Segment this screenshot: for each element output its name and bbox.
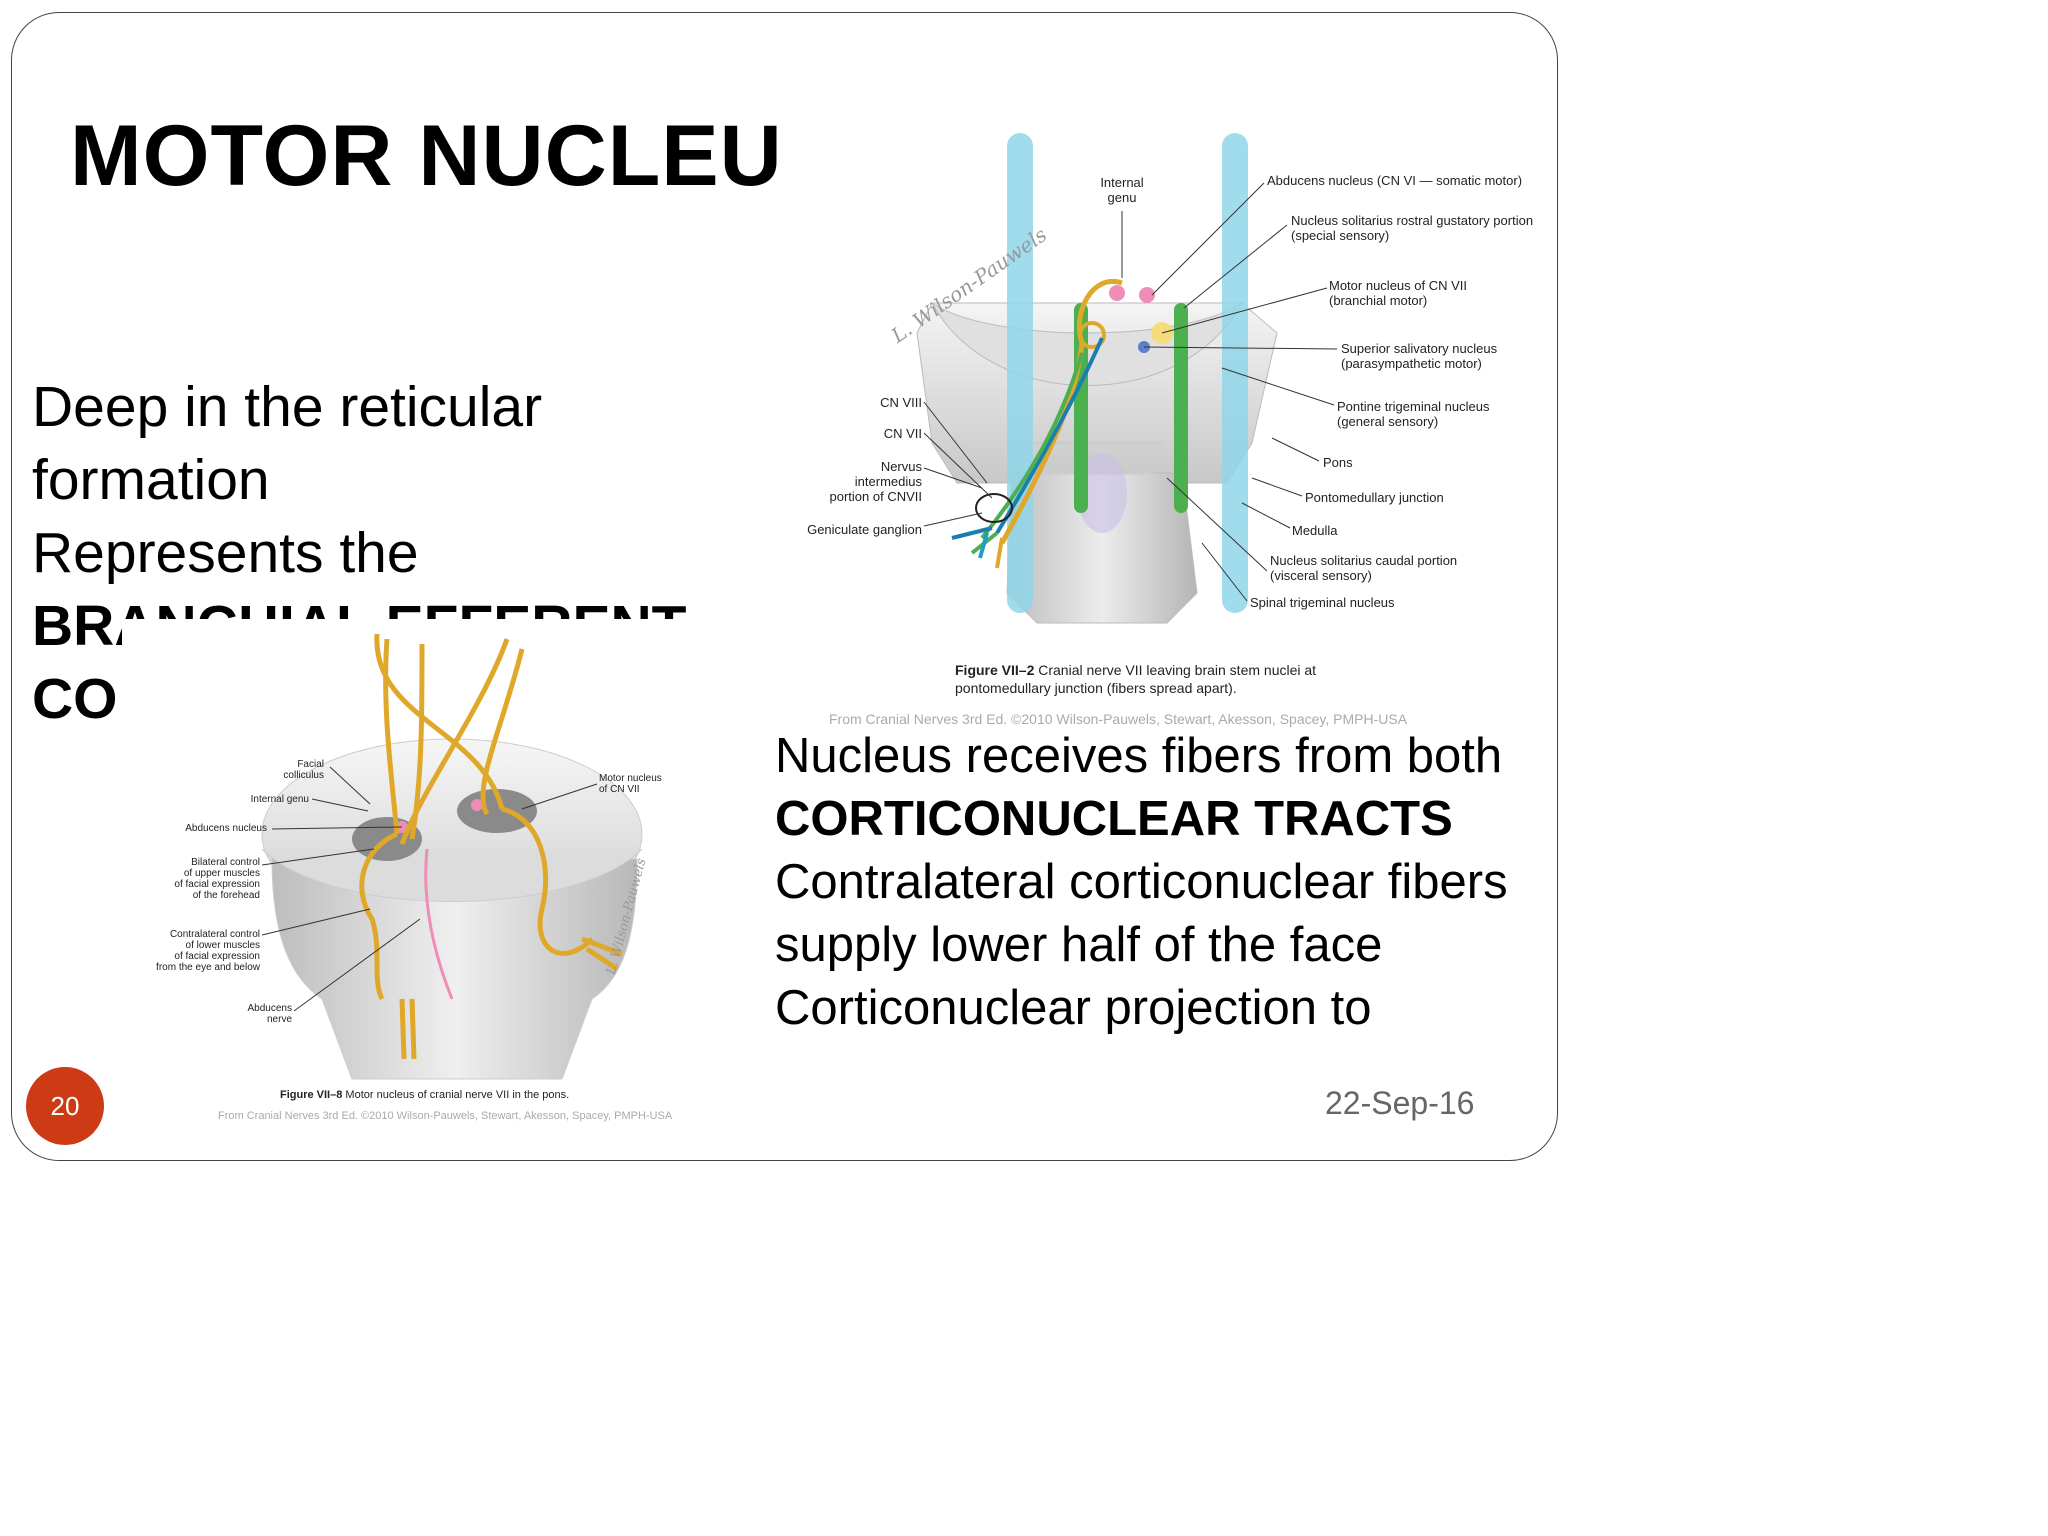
slide: MOTOR NUCLEU	[11, 12, 1558, 1161]
label-abducens-nucleus: Abducens nucleus (CN VI — somatic motor)	[1267, 173, 1523, 188]
right-paragraph-1: Nucleus receives fibers from both CORTIC…	[775, 729, 1503, 846]
label-abducens-nerve: Abducens nerve	[247, 1003, 292, 1025]
label-pontine-trigeminal: Pontine trigeminal nucleus (general sens…	[1337, 399, 1490, 429]
label-geniculate-ganglion: Geniculate ganglion	[807, 522, 922, 537]
slide-title: MOTOR NUCLEU	[70, 108, 783, 204]
figure-source: From Cranial Nerves 3rd Ed. ©2010 Wilson…	[829, 711, 1408, 727]
figure-source-2: From Cranial Nerves 3rd Ed. ©2010 Wilson…	[218, 1110, 673, 1122]
figure-caption-2: Figure VII–8 Motor nucleus of cranial ne…	[280, 1089, 570, 1101]
label-internal-genu-2: Internal genu	[250, 794, 309, 805]
figure-motor-nucleus-pons: L. Wilson-Pauwels Facial colliculus Inte…	[122, 619, 734, 1129]
label-facial-colliculus: Facial colliculus	[283, 759, 324, 781]
label-superior-salivatory: Superior salivatory nucleus (parasympath…	[1341, 341, 1498, 371]
label-solitarius-rostral: Nucleus solitarius rostral gustatory por…	[1291, 213, 1534, 243]
label-motor-nucleus-cn7-2: Motor nucleus of CN VII	[599, 773, 662, 795]
label-cn8: CN VIII	[880, 395, 922, 410]
left-line-1: Deep in the reticular formation	[32, 375, 543, 512]
left-line-2: Represents the	[32, 521, 419, 585]
label-spinal-trigeminal: Spinal trigeminal nucleus	[1250, 595, 1395, 610]
right-paragraph-3: Corticonuclear projection to	[775, 981, 1372, 1035]
figure-cn7-brainstem: L. Wilson-Pauwels Internal genu Abducens…	[782, 113, 1554, 728]
figure-caption: Figure VII–2 Cranial nerve VII leaving b…	[955, 662, 1317, 696]
label-pons: Pons	[1323, 455, 1353, 470]
label-motor-nucleus-cn7: Motor nucleus of CN VII (branchial motor…	[1329, 278, 1467, 308]
label-cn7: CN VII	[883, 426, 922, 441]
label-nervus-intermedius: Nervus intermedius portion of CNVII	[829, 459, 923, 504]
label-bilateral-control: Bilateral control of upper muscles of fa…	[174, 857, 260, 901]
slide-date: 22-Sep-16	[1325, 1085, 1475, 1121]
label-abducens-nucleus-2: Abducens nucleus	[185, 823, 267, 834]
left-line-4: CO	[32, 667, 118, 731]
label-pontomedullary-junction: Pontomedullary junction	[1305, 490, 1444, 505]
right-paragraph-2: Contralateral corticonuclear fibers supp…	[775, 855, 1508, 972]
pons-illustration	[261, 633, 643, 1080]
label-contralateral-control: Contralateral control of lower muscles o…	[156, 929, 260, 973]
brainstem-illustration	[916, 133, 1338, 624]
right-text-block: Nucleus receives fibers from both CORTIC…	[775, 725, 1515, 1040]
label-solitarius-caudal: Nucleus solitarius caudal portion (visce…	[1270, 553, 1458, 583]
page-number-badge: 20	[26, 1067, 104, 1145]
label-internal-genu: Internal genu	[1100, 175, 1144, 205]
label-medulla: Medulla	[1292, 523, 1338, 538]
